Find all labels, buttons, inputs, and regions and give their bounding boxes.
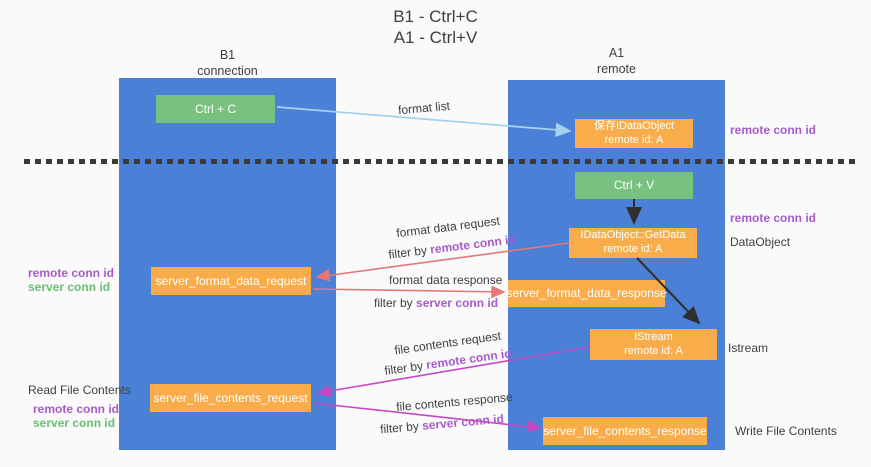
read-remote-conn-id-label: remote conn id <box>33 402 120 416</box>
server-file-contents-response-box: server_file_contents_response <box>543 417 707 445</box>
filter-by-text: filter by <box>379 419 420 437</box>
server-format-data-request-label: server_format_data_request <box>155 273 307 288</box>
istream-box: IStream remote id: A <box>590 329 717 360</box>
format-response-filter-label: filter by server conn id <box>374 296 498 310</box>
left-column-role: connection <box>197 63 258 78</box>
left-column-header: B1 connection <box>119 48 336 79</box>
save-idataobject-line1: 保存IDataObject <box>593 119 675 132</box>
istream-line2: remote id: A <box>624 344 683 357</box>
server-format-data-response-box: server_format_data_response <box>506 280 667 307</box>
machine-boundary-dashed-line <box>24 159 856 164</box>
server-format-data-request-box: server_format_data_request <box>151 267 311 295</box>
left-remote-conn-id-label: remote conn id <box>28 266 115 280</box>
format-data-response-arrow <box>312 285 506 299</box>
read-file-contents-label: Read File Contents <box>28 383 131 397</box>
ctrl-c-label: Ctrl + C <box>194 101 236 116</box>
ctrl-v-label: Ctrl + V <box>613 178 655 192</box>
right-mid-remote-conn-id-label: remote conn id <box>730 211 817 225</box>
format-data-response-label: format data response <box>389 273 503 287</box>
remote-conn-id-text: remote conn id <box>429 232 517 257</box>
file-response-filter-label: filter by server conn id <box>380 412 505 437</box>
ctrl-v-box: Ctrl + V <box>575 172 693 199</box>
server-conn-id-text: server conn id <box>421 411 505 433</box>
ctrl-c-box: Ctrl + C <box>156 95 275 123</box>
server-file-contents-request-label: server_file_contents_request <box>153 390 308 405</box>
save-idataobject-line2: remote id: A <box>604 133 664 146</box>
right-top-remote-conn-id-label: remote conn id <box>730 123 817 137</box>
getdata-line2: remote id: A <box>603 243 663 255</box>
server-conn-id-text: server conn id <box>416 296 499 310</box>
filter-by-text: filter by <box>374 296 413 310</box>
write-file-contents-label: Write File Contents <box>735 424 837 438</box>
file-contents-response-label: file contents response <box>395 389 514 415</box>
filter-by-text: filter by <box>387 243 428 262</box>
getdata-line1: IDataObject::GetData <box>580 229 686 242</box>
server-file-contents-request-box: server_file_contents_request <box>150 384 311 412</box>
istream-side-label: Istream <box>728 341 769 355</box>
left-column-name: B1 <box>219 48 236 62</box>
idataobject-getdata-box: IDataObject::GetData remote id: A <box>569 228 697 258</box>
read-server-conn-id-label: server conn id <box>33 416 116 430</box>
title-line-1: B1 - Ctrl+C <box>393 7 478 26</box>
dataobject-label: DataObject <box>730 235 791 249</box>
filter-by-text: filter by <box>383 358 424 378</box>
diagram-title: B1 - Ctrl+C A1 - Ctrl+V <box>0 6 871 49</box>
left-server-conn-id-label: server conn id <box>28 280 111 294</box>
istream-line1: IStream <box>634 330 673 343</box>
right-column-role: remote <box>597 61 636 76</box>
right-column-header: A1 remote <box>508 46 725 77</box>
server-file-contents-response-label: server_file_contents_response <box>543 423 707 438</box>
title-line-2: A1 - Ctrl+V <box>393 28 478 48</box>
right-column-name: A1 <box>608 46 625 60</box>
server-format-data-response-label: server_format_data_response <box>506 286 667 300</box>
format-list-arrow-label: format list <box>397 98 451 118</box>
save-idataobject-box: 保存IDataObject remote id: A <box>575 119 693 148</box>
